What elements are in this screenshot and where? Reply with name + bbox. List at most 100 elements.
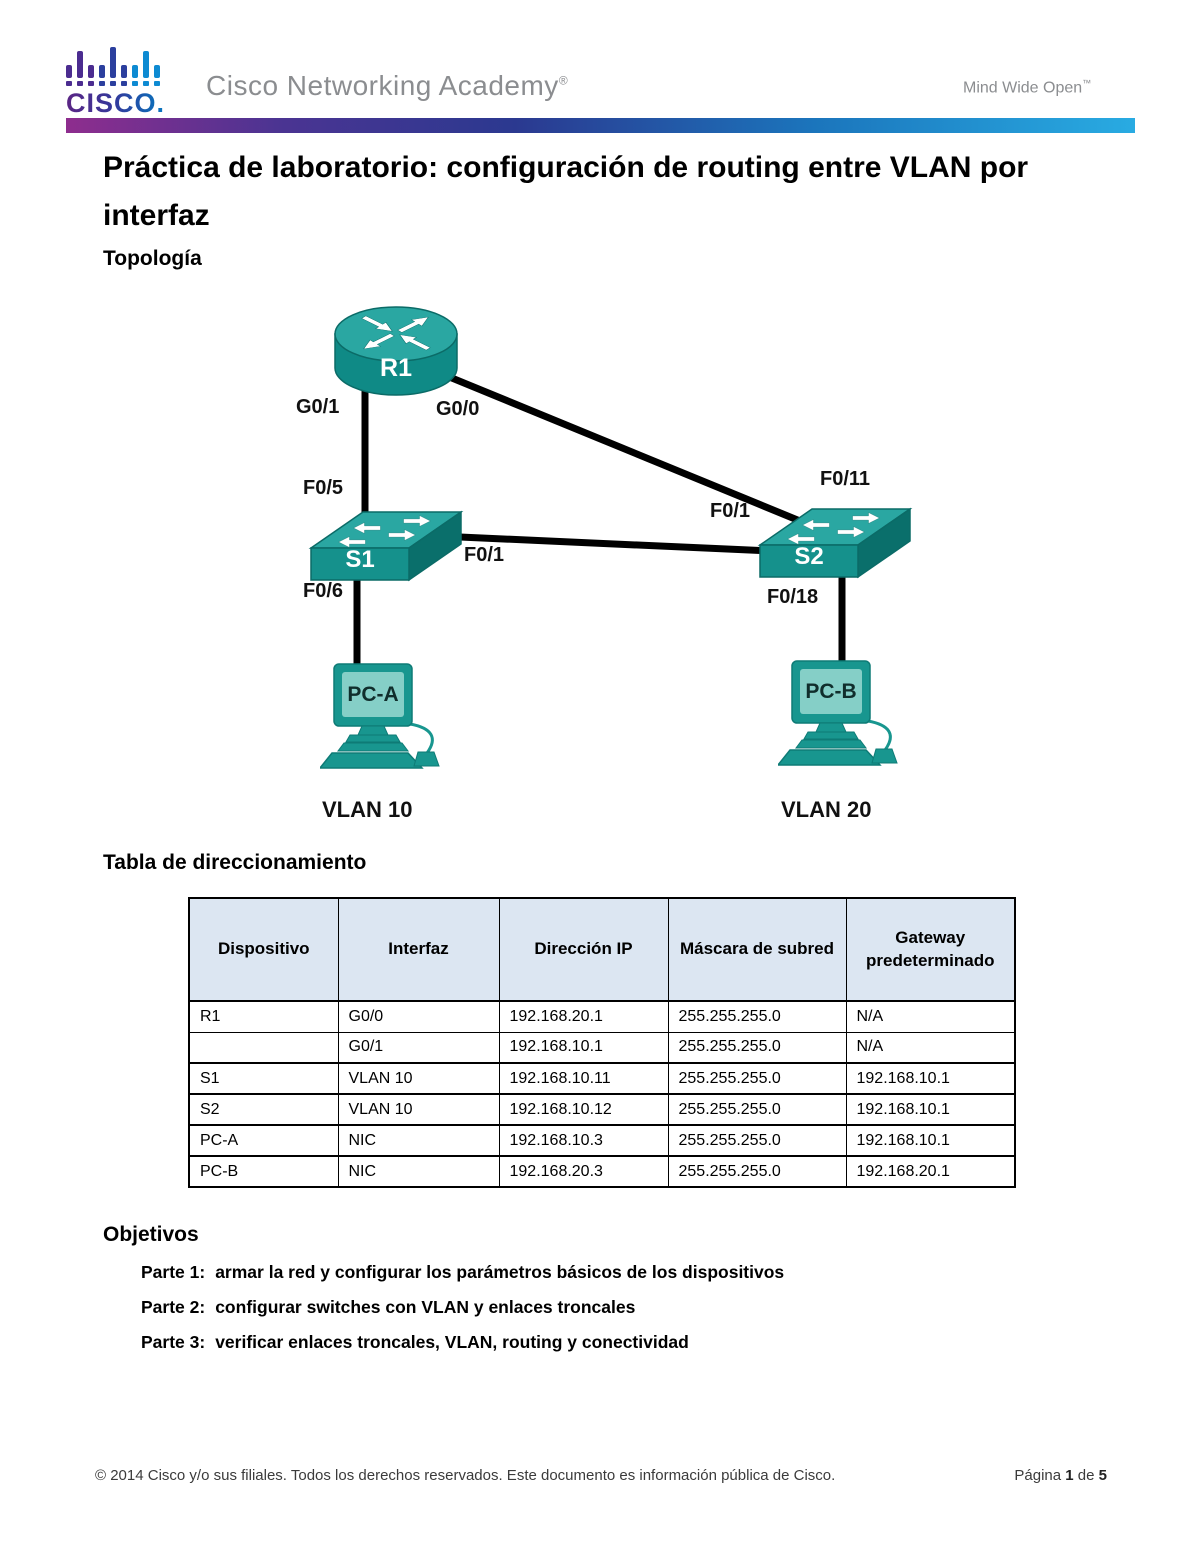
device-label-s1: S1 [345, 546, 375, 573]
mouse-icon [413, 751, 440, 767]
table-cell [188, 1031, 339, 1064]
tagline-text: Mind Wide Open [963, 79, 1083, 97]
table-cell: 192.168.20.1 [498, 1000, 669, 1033]
table-cell: NIC [337, 1155, 500, 1188]
table-row: R1 G0/0 192.168.20.1 255.255.255.0 N/A [188, 1000, 1016, 1033]
router-icon [334, 306, 458, 396]
objective-part: Parte 3: [141, 1332, 206, 1352]
page-total: 5 [1098, 1467, 1107, 1484]
table-header-row: Dispositivo Interfaz Dirección IP Máscar… [188, 897, 1016, 1002]
interface-label-f01-s1: F0/1 [464, 544, 505, 566]
table-cell: 255.255.255.0 [667, 1000, 847, 1033]
objective-item: Parte 3: verificar enlaces troncales, VLA… [141, 1331, 784, 1353]
table-cell: 192.168.10.11 [498, 1062, 669, 1095]
page-label: Página [1014, 1467, 1062, 1484]
objective-item: Parte 2: configurar switches con VLAN y e… [141, 1296, 784, 1318]
vlan-label-10: VLAN 10 [322, 797, 413, 822]
objective-part: Parte 1: [141, 1262, 206, 1282]
table-header-gateway: Gateway predeterminado [845, 897, 1016, 1002]
interface-label-f06: F0/6 [303, 580, 344, 602]
topology-diagram: R1 S1 [0, 288, 1200, 850]
page-connector: de [1077, 1467, 1095, 1484]
interface-label-f01-s2: F0/1 [710, 500, 751, 522]
table-header-mask: Máscara de subred [667, 897, 847, 1002]
table-cell: S2 [188, 1093, 339, 1126]
objective-part: Parte 2: [141, 1297, 206, 1317]
device-pc-a: PC-A [318, 662, 452, 780]
trademark-mark: ™ [1082, 78, 1092, 88]
brand-gradient-bar [66, 118, 1135, 133]
table-cell: G0/1 [337, 1031, 500, 1064]
table-cell: 255.255.255.0 [667, 1155, 847, 1188]
topology-heading: Topología [103, 247, 202, 270]
table-cell: 192.168.10.1 [498, 1031, 669, 1064]
cisco-logo-bars-icon [66, 46, 186, 86]
device-label-pc-a: PC-A [347, 683, 399, 706]
table-cell: PC-A [188, 1124, 339, 1157]
table-row: S1 VLAN 10 192.168.10.11 255.255.255.0 1… [188, 1062, 1016, 1095]
device-pc-b: PC-B [776, 659, 910, 777]
registered-mark: ® [558, 73, 569, 88]
device-s1: S1 [307, 502, 465, 582]
device-label-r1: R1 [380, 354, 412, 382]
table-cell: 255.255.255.0 [667, 1031, 847, 1064]
tagline: Mind Wide Open™ [963, 78, 1091, 97]
table-cell: VLAN 10 [337, 1093, 500, 1126]
interface-label-g01: G0/1 [296, 396, 340, 418]
table-cell: NIC [337, 1124, 500, 1157]
cisco-logo: CISCO. [66, 46, 186, 119]
table-cell: 192.168.10.1 [845, 1062, 1016, 1095]
cisco-wordmark: CISCO. [66, 88, 186, 119]
table-header-device: Dispositivo [188, 897, 339, 1002]
table-cell: 192.168.10.1 [845, 1124, 1016, 1157]
switch-icon [757, 507, 913, 579]
device-s2: S2 [756, 499, 914, 579]
addressing-heading: Tabla de direccionamiento [103, 851, 367, 874]
table-row: S2 VLAN 10 192.168.10.12 255.255.255.0 1… [188, 1093, 1016, 1126]
table-cell: 255.255.255.0 [667, 1124, 847, 1157]
table-cell: 192.168.10.12 [498, 1093, 669, 1126]
device-label-pc-b: PC-B [805, 680, 857, 703]
table-cell: PC-B [188, 1155, 339, 1188]
addressing-table: Dispositivo Interfaz Dirección IP Máscar… [188, 897, 1016, 1188]
objectives-list: Parte 1: armar la red y configurar los pa… [141, 1261, 784, 1366]
interface-label-g00: G0/0 [436, 398, 480, 420]
page-number: 1 [1065, 1467, 1074, 1484]
vlan-label-20: VLAN 20 [781, 797, 872, 822]
table-row: G0/1 192.168.10.1 255.255.255.0 N/A [188, 1031, 1016, 1064]
objective-text: armar la red y configurar los parámetros… [215, 1262, 785, 1282]
table-header-ip: Dirección IP [498, 897, 669, 1002]
table-cell: 255.255.255.0 [667, 1093, 847, 1126]
objective-item: Parte 1: armar la red y configurar los pa… [141, 1261, 784, 1283]
device-label-s2: S2 [794, 543, 824, 570]
table-cell: G0/0 [337, 1000, 500, 1033]
table-row: PC-A NIC 192.168.10.3 255.255.255.0 192.… [188, 1124, 1016, 1157]
interface-label-f018: F0/18 [767, 586, 819, 608]
objective-text: configurar switches con VLAN y enlaces t… [215, 1297, 636, 1317]
academy-title-text: Cisco Networking Academy [206, 70, 559, 101]
pc-icon [776, 660, 898, 766]
interface-label-f011: F0/11 [820, 468, 871, 490]
table-header-interface: Interfaz [337, 897, 500, 1002]
page-indicator: Página 1 de 5 [1014, 1467, 1107, 1484]
academy-title: Cisco Networking Academy® [206, 70, 568, 102]
network-links [353, 372, 846, 673]
table-cell: R1 [188, 1000, 339, 1033]
table-cell: VLAN 10 [337, 1062, 500, 1095]
copyright-text: © 2014 Cisco y/o sus filiales. Todos los… [95, 1467, 836, 1484]
table-cell: S1 [188, 1062, 339, 1095]
table-cell: 192.168.10.3 [498, 1124, 669, 1157]
mouse-icon [871, 748, 898, 764]
table-cell: N/A [845, 1031, 1016, 1064]
table-cell: 255.255.255.0 [667, 1062, 847, 1095]
page-title: Práctica de laboratorio: configuración d… [103, 151, 1029, 232]
table-row: PC-B NIC 192.168.20.3 255.255.255.0 192.… [188, 1155, 1016, 1188]
objective-text: verificar enlaces troncales, VLAN, routi… [215, 1332, 689, 1352]
switch-icon [308, 510, 464, 582]
link-r1-s2 [445, 372, 819, 532]
pc-icon [318, 663, 440, 769]
objectives-heading: Objetivos [103, 1223, 199, 1246]
table-cell: 192.168.10.1 [845, 1093, 1016, 1126]
table-cell: N/A [845, 1000, 1016, 1033]
